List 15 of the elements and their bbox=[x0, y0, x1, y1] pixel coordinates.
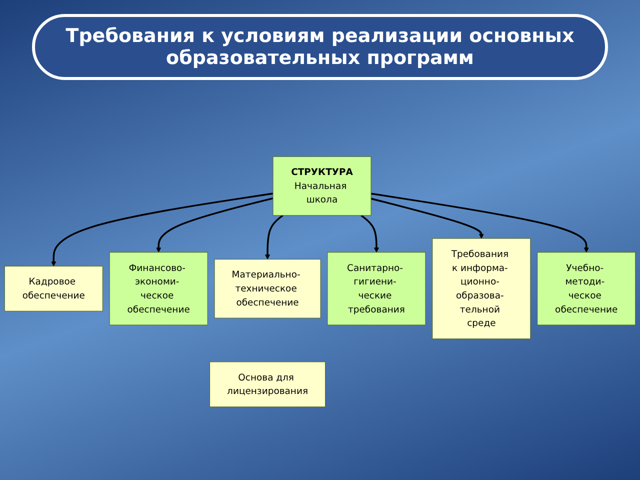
arrow bbox=[360, 215, 380, 253]
node-box: СТРУКТУРА Начальная школа bbox=[272, 156, 372, 216]
node-box: Учебно- методи- ческое обеспечение bbox=[537, 252, 636, 326]
arrow bbox=[51, 192, 274, 267]
node-box: Основа для лицензирования bbox=[209, 362, 326, 408]
node-box: Финансово- экономи- ческое обеспечение bbox=[109, 252, 208, 326]
arrow bbox=[370, 193, 589, 253]
arrow bbox=[156, 198, 274, 253]
node-box: Санитарно- гигиени- ческие требования bbox=[327, 252, 426, 326]
arrow bbox=[370, 198, 484, 239]
node-box: Материально- техническое обеспечение bbox=[214, 259, 321, 319]
arrow bbox=[265, 215, 284, 260]
node-box: Кадровое обеспечение bbox=[4, 266, 103, 312]
node-box: Требования к информа- ционно- образова- тельной среде bbox=[432, 238, 531, 340]
title: Требования к условиям реализации основных образовательных программ bbox=[32, 14, 608, 80]
